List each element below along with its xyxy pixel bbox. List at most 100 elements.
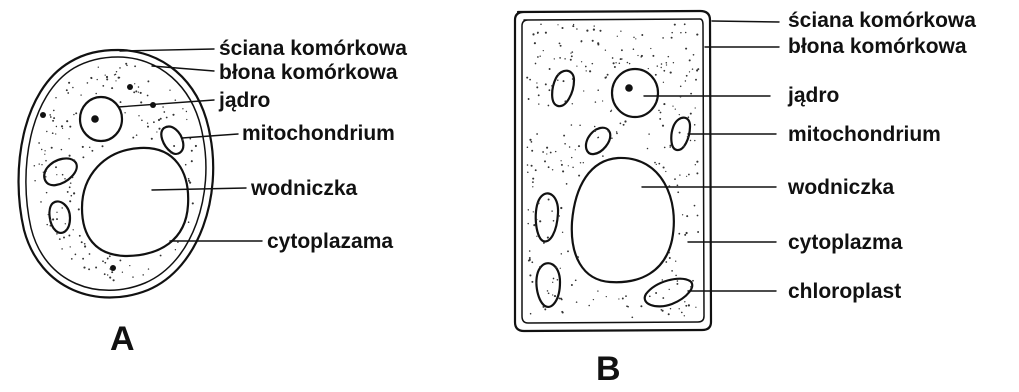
stipple-dot bbox=[532, 181, 534, 183]
stipple-dot bbox=[543, 50, 544, 51]
label-a-mitochondrion: mitochondrium bbox=[242, 123, 395, 144]
stipple-dot bbox=[109, 277, 111, 279]
stipple-dot bbox=[674, 178, 676, 180]
stipple-dot bbox=[665, 261, 667, 263]
stipple-dot bbox=[55, 133, 56, 134]
stipple-dot bbox=[97, 79, 98, 80]
label-b-cell-wall: ściana komórkowa bbox=[788, 10, 976, 31]
stipple-dot bbox=[66, 120, 68, 122]
stipple-dot bbox=[563, 135, 565, 137]
stipple-dot bbox=[188, 180, 190, 182]
stipple-dot bbox=[557, 79, 558, 80]
stipple-dot bbox=[561, 164, 563, 166]
stipple-dot bbox=[53, 110, 55, 112]
stipple-dot bbox=[689, 71, 690, 72]
stipple-dot bbox=[572, 51, 574, 53]
cell-b-mitochondrion-2 bbox=[586, 128, 610, 154]
stipple-dot bbox=[82, 156, 84, 158]
stipple-dot bbox=[554, 295, 556, 297]
stipple-dot bbox=[560, 45, 562, 47]
stipple-dot bbox=[107, 258, 109, 260]
stipple-dot bbox=[566, 183, 568, 185]
stipple-dot bbox=[555, 151, 556, 152]
stipple-dot bbox=[539, 220, 541, 222]
stipple-dot bbox=[670, 72, 672, 74]
stipple-dot bbox=[141, 120, 143, 122]
label-b-mitochondrion: mitochondrium bbox=[788, 124, 941, 145]
stipple-dot bbox=[608, 131, 610, 133]
stipple-dot bbox=[623, 124, 625, 126]
stipple-dot bbox=[551, 85, 553, 87]
stipple-dot bbox=[68, 235, 70, 237]
stipple-dot bbox=[562, 311, 564, 313]
stipple-dot bbox=[84, 245, 86, 247]
stipple-dot bbox=[570, 52, 571, 53]
stipple-dot bbox=[564, 58, 565, 59]
stipple-dot bbox=[586, 30, 588, 32]
stipple-dot bbox=[536, 133, 538, 135]
stipple-dot bbox=[170, 152, 171, 153]
stipple-dot bbox=[548, 166, 550, 168]
stipple-dot bbox=[692, 280, 694, 282]
cell-a-nucleolus bbox=[91, 115, 99, 123]
cell-b-mitochondrion-3 bbox=[671, 118, 690, 150]
stipple-dot bbox=[548, 198, 550, 200]
stipple-dot bbox=[527, 164, 529, 166]
stipple-dot bbox=[71, 195, 73, 197]
stipple-dot bbox=[119, 259, 121, 261]
stipple-dot bbox=[692, 68, 694, 70]
stipple-dot bbox=[592, 63, 594, 65]
stipple-dot bbox=[694, 124, 696, 126]
stipple-dot bbox=[675, 275, 677, 277]
stipple-dot bbox=[637, 55, 638, 56]
cell-b-chloroplast-2 bbox=[536, 263, 560, 307]
stipple-dot bbox=[694, 205, 696, 207]
stipple-dot bbox=[147, 123, 148, 124]
stipple-dot bbox=[95, 267, 97, 269]
stipple-dot bbox=[688, 304, 690, 306]
stipple-dot bbox=[595, 101, 596, 102]
stipple-dot bbox=[55, 166, 57, 168]
label-a-vacuole: wodniczka bbox=[251, 178, 357, 199]
stipple-dot bbox=[572, 167, 573, 168]
stipple-dot bbox=[593, 29, 595, 31]
stipple-dot bbox=[529, 259, 531, 261]
stipple-dot bbox=[526, 77, 528, 79]
stipple-dot bbox=[561, 27, 563, 29]
stipple-dot bbox=[624, 120, 626, 122]
stipple-dot bbox=[562, 170, 564, 172]
stipple-dot bbox=[688, 116, 690, 118]
cell-b-nucleus bbox=[612, 69, 658, 117]
stipple-dot bbox=[593, 299, 594, 300]
stipple-dot bbox=[683, 145, 685, 147]
stipple-dot bbox=[554, 58, 555, 59]
stipple-dot bbox=[615, 62, 616, 63]
stipple-dot bbox=[545, 32, 547, 34]
stipple-dot bbox=[65, 223, 66, 224]
stipple-dot bbox=[617, 36, 618, 37]
stipple-dot bbox=[163, 111, 165, 113]
stipple-dot bbox=[83, 267, 85, 269]
stipple-dot bbox=[539, 266, 541, 268]
stipple-dot bbox=[538, 103, 539, 104]
stipple-dot bbox=[641, 34, 643, 36]
stipple-dot bbox=[665, 171, 666, 172]
stipple-dot bbox=[647, 148, 649, 150]
stipple-dot bbox=[693, 54, 695, 56]
stipple-dot bbox=[135, 90, 137, 92]
stipple-dot bbox=[586, 70, 587, 71]
stipple-dot bbox=[102, 145, 104, 147]
stipple-dot bbox=[88, 268, 90, 270]
stipple-dot bbox=[686, 75, 688, 77]
stipple-dot bbox=[118, 77, 120, 79]
stipple-dot bbox=[115, 80, 116, 81]
stipple-dot bbox=[531, 141, 533, 143]
stipple-dot bbox=[696, 69, 698, 71]
stipple-dot bbox=[537, 56, 539, 58]
stipple-dot bbox=[552, 169, 553, 170]
stipple-dot bbox=[531, 261, 533, 263]
stipple-dot bbox=[109, 255, 111, 257]
stipple-dot bbox=[542, 306, 544, 308]
stipple-dot bbox=[684, 23, 686, 25]
stipple-dot bbox=[89, 253, 91, 255]
